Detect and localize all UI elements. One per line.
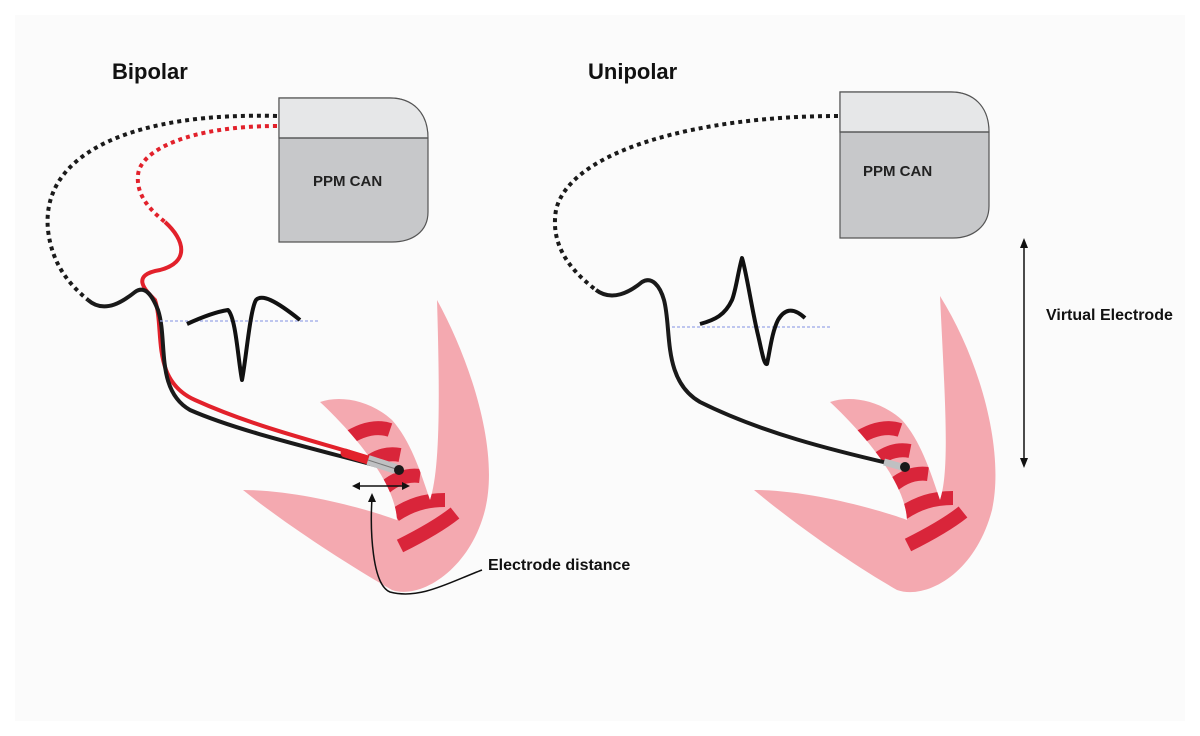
electrode-distance-arrow xyxy=(352,482,483,595)
unipolar-heart-ventricle xyxy=(754,296,996,593)
unipolar-waveform xyxy=(699,256,807,366)
bipolar-red-dotted-lead xyxy=(135,124,278,224)
bipolar-waveform xyxy=(186,295,302,382)
unipolar-can-label: PPM CAN xyxy=(863,163,932,180)
bipolar-black-lead xyxy=(86,287,401,474)
unipolar-title: Unipolar xyxy=(588,59,678,84)
bipolar-title: Bipolar xyxy=(112,59,188,84)
unipolar-panel: Unipolar PPM CAN xyxy=(552,59,1173,593)
unipolar-electrode-tip xyxy=(883,458,910,472)
virtual-electrode-arrow xyxy=(1020,238,1028,468)
background-panel xyxy=(15,15,1185,721)
bipolar-can-label: PPM CAN xyxy=(313,173,382,190)
unipolar-black-dotted-lead xyxy=(552,114,839,292)
bipolar-electrode-tip xyxy=(340,448,404,475)
electrode-distance-label: Electrode distance xyxy=(488,557,630,574)
virtual-electrode-label: Virtual Electrode xyxy=(1046,307,1173,324)
unipolar-black-lead xyxy=(594,278,906,469)
bipolar-black-dotted-lead xyxy=(45,113,278,302)
bipolar-ppm-can: PPM CAN xyxy=(278,97,429,243)
unipolar-ppm-can: PPM CAN xyxy=(839,91,990,239)
